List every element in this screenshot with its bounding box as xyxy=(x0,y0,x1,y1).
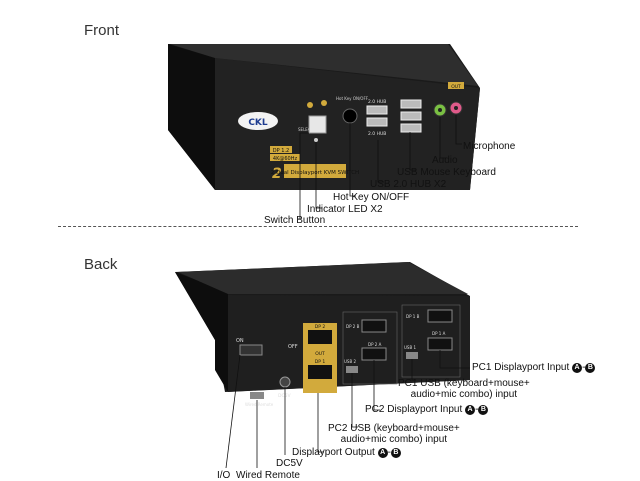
pc2-usb-label: USB 2 xyxy=(344,359,356,364)
callout-pc2-dp: PC2 Displayport Input A-B xyxy=(365,404,489,415)
badge-b-icon: B xyxy=(390,447,401,458)
remote-label-device: Wired Remote xyxy=(245,402,274,407)
usb-hub-port-2 xyxy=(366,117,388,127)
callout-usb-hub: USB 2.0 HUB X2 xyxy=(370,179,447,190)
callout-wired-remote: Wired Remote xyxy=(236,470,300,481)
io-switch[interactable] xyxy=(239,344,263,356)
pc1-dp-b-port xyxy=(427,309,453,323)
dp-badge xyxy=(270,146,292,153)
badge-a-icon: A xyxy=(377,447,388,458)
back-box-lid xyxy=(178,262,468,294)
led-1-icon xyxy=(307,102,313,108)
line-pc2-usb xyxy=(351,373,358,428)
callout-pc1-usb: PC1 USB (keyboard+mouse+ audio+mic combo… xyxy=(398,378,530,400)
front-title: Front xyxy=(84,22,120,39)
pc1-usb-port xyxy=(406,352,418,359)
dp-out-port-1 xyxy=(308,365,332,379)
line-usb-hub xyxy=(377,140,384,183)
usb-hub-port-1 xyxy=(366,105,388,115)
callout-microphone: Microphone xyxy=(463,141,516,152)
hotkey-label: Hot Key ON/OFF xyxy=(336,96,369,101)
callout-switch-button: Switch Button xyxy=(264,215,326,226)
callout-dc5v: DC5V xyxy=(276,458,303,469)
pc2-dp-a-label: DP 2 A xyxy=(368,342,382,347)
callout-audio: Audio xyxy=(432,155,458,166)
remote-port xyxy=(250,392,264,399)
section-divider xyxy=(58,226,578,227)
badge-a-icon: A xyxy=(572,362,583,373)
line-pc2-dp xyxy=(373,360,380,411)
badge-a-icon: A xyxy=(465,404,476,415)
badge-b-icon: B xyxy=(478,404,489,415)
hub-bottom-label: 2.0 HUB xyxy=(368,131,386,137)
resolution-badge xyxy=(270,154,300,161)
line-microphone xyxy=(455,115,462,145)
line-io xyxy=(225,354,241,469)
led-2-icon xyxy=(321,100,327,106)
back-title: Back xyxy=(84,256,118,273)
callout-usb-mouse-keyboard: USB Mouse Keyboard xyxy=(397,167,496,178)
model-text: 2 Dual Displayport KVM SWITCH xyxy=(271,170,359,176)
select-label: SELECT xyxy=(298,127,314,132)
pc1-panel xyxy=(401,304,461,378)
pc1-dp-a-label: DP 1 A xyxy=(432,331,446,336)
ckl-logo-text: CKL xyxy=(248,118,268,128)
back-box-side xyxy=(175,272,228,392)
on-label: ON xyxy=(236,338,244,344)
pc1-usb-label: USB 1 xyxy=(404,345,416,350)
usb-port-3 xyxy=(400,123,422,133)
dp-out-port-2 xyxy=(308,330,332,344)
line-usb-keyboard xyxy=(409,132,416,171)
ckl-logo xyxy=(238,112,278,130)
front-box-lid xyxy=(170,44,478,86)
pc2-panel xyxy=(342,311,398,385)
indicator-led xyxy=(314,138,318,142)
callout-dp-output: Displayport Output A-B xyxy=(292,447,401,458)
hub-top-label: 2.0 HUB xyxy=(368,99,386,105)
badge-b-icon: B xyxy=(585,362,596,373)
model-number: 2 xyxy=(272,166,282,182)
callout-pc1-dp: PC1 Displayport Input A-B xyxy=(472,362,596,373)
front-box-side xyxy=(168,44,215,190)
off-label: OFF xyxy=(288,344,298,350)
callout-io: I/O xyxy=(217,470,231,481)
callout-hot-key: Hot Key ON/OFF xyxy=(333,192,410,203)
line-pc1-usb xyxy=(411,359,416,381)
line-dp-output xyxy=(317,393,324,453)
line-switch-button xyxy=(298,132,309,220)
line-indicator xyxy=(315,142,322,209)
pc2-dp-a-port xyxy=(361,347,387,361)
callout-indicator-led: Indicator LED X2 xyxy=(307,204,383,215)
dp-out-1-label: DP 1 xyxy=(315,359,326,365)
pc1-dp-a-port xyxy=(427,337,453,351)
usb-mouse-port xyxy=(400,99,422,109)
line-pc1-dp xyxy=(439,350,470,369)
out-badge-text: OUT xyxy=(451,84,461,90)
out-badge xyxy=(448,82,464,89)
dc-jack-icon xyxy=(279,376,291,388)
resolution-badge-text: 4K@60Hz xyxy=(273,156,298,162)
pc2-dp-b-label: DP 2 B xyxy=(346,324,360,329)
pc2-usb-port xyxy=(346,366,358,373)
dp-badge-text: DP 1.2 xyxy=(273,148,289,154)
model-plate xyxy=(284,164,346,178)
dp-out-2-label: DP 2 xyxy=(315,324,326,330)
usb-keyboard-port xyxy=(400,111,422,121)
back-box-face xyxy=(228,295,470,392)
pc1-dp-b-label: DP 1 B xyxy=(406,314,420,319)
switch-button[interactable] xyxy=(308,115,327,134)
line-hotkey xyxy=(349,123,356,197)
line-audio xyxy=(439,117,446,159)
callout-pc2-usb: PC2 USB (keyboard+mouse+ audio+mic combo… xyxy=(328,423,460,445)
dp-out-label: OUT xyxy=(315,351,325,357)
pc2-dp-b-port xyxy=(361,319,387,333)
